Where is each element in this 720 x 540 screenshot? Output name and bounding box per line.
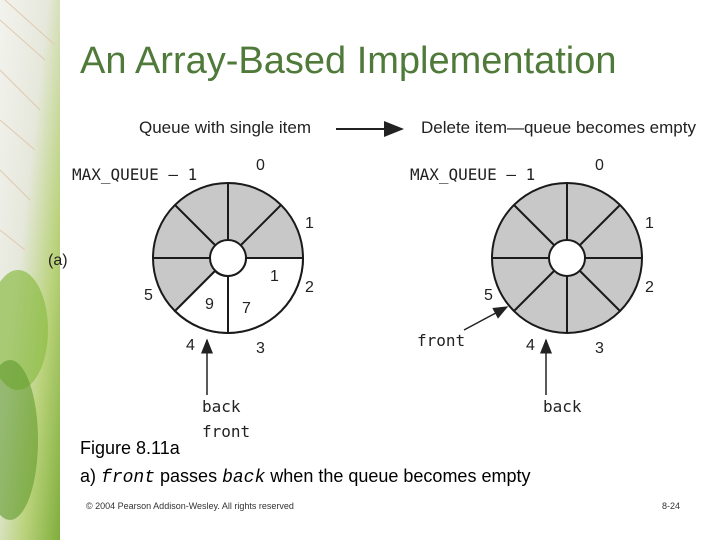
right-header: Delete item—queue becomes empty	[421, 118, 696, 137]
left-front-label: front	[202, 422, 251, 441]
caption-code-back: back	[222, 468, 266, 488]
left-back-label: back	[202, 397, 241, 416]
right-index-5: 5	[484, 287, 493, 304]
figure-caption-text: a) front passes back when the queue beco…	[80, 466, 530, 488]
right-front-label: front	[417, 331, 466, 350]
left-index-1: 1	[305, 215, 314, 232]
caption-prefix: a)	[80, 466, 102, 486]
right-ring-hub	[548, 239, 586, 277]
right-index-3: 3	[595, 340, 604, 357]
right-index-1: 1	[645, 215, 654, 232]
left-index-0: 0	[256, 157, 265, 174]
decorative-strip	[0, 0, 60, 540]
figure-caption-title: Figure 8.11a	[80, 438, 180, 458]
right-index-4: 4	[526, 337, 535, 354]
left-index-4: 4	[186, 337, 195, 354]
caption-mid: passes	[155, 466, 223, 486]
part-label: (a)	[48, 252, 68, 269]
footer-page-number: 8-24	[662, 501, 681, 511]
right-circular-queue	[491, 182, 643, 334]
right-ring-dividers	[492, 183, 642, 333]
footer-copyright: © 2004 Pearson Addison-Wesley. All right…	[86, 501, 294, 511]
left-index-3: 3	[256, 340, 265, 357]
decorative-strip-graphic	[0, 0, 60, 540]
left-circular-queue	[152, 182, 305, 335]
right-front-arrow	[463, 306, 509, 331]
left-index-5: 5	[144, 287, 153, 304]
left-item-7: 7	[242, 300, 251, 317]
right-max-queue-label: MAX_QUEUE – 1	[410, 165, 536, 184]
left-index-2: 2	[305, 279, 314, 296]
right-index-2: 2	[645, 279, 654, 296]
slide-title: An Array-Based Implementation	[80, 40, 617, 82]
left-max-queue-label: MAX_QUEUE – 1	[72, 165, 198, 184]
caption-suffix: when the queue becomes empty	[265, 466, 531, 486]
right-index-0: 0	[595, 157, 604, 174]
left-header: Queue with single item	[139, 118, 311, 137]
right-back-label: back	[543, 397, 582, 416]
left-item-9: 9	[205, 296, 214, 313]
caption-code-front: front	[101, 468, 156, 488]
left-ring-hub	[209, 239, 247, 277]
left-item-1: 1	[270, 268, 279, 285]
